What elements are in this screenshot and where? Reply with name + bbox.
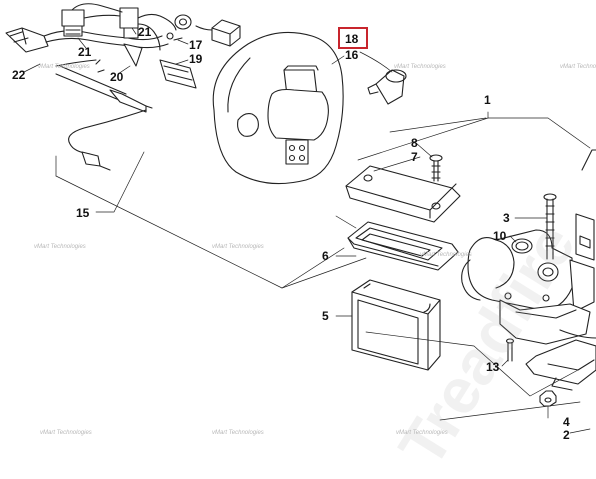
master-cylinder <box>461 149 596 391</box>
lever-screw <box>505 338 515 362</box>
callout-21[interactable]: 21 <box>138 25 152 39</box>
callout-16[interactable]: 16 <box>345 48 359 62</box>
callout-22[interactable]: 22 <box>12 68 26 82</box>
throttle-housing <box>212 31 344 185</box>
callout-1[interactable]: 1 <box>484 93 491 107</box>
vmart-watermark: vMart Technologies <box>560 64 596 70</box>
vmart-watermark: vMart Technologies <box>34 244 86 250</box>
callout-10[interactable]: 10 <box>493 229 507 243</box>
highlight-box <box>338 27 368 49</box>
callout-4[interactable]: 4 <box>563 415 570 429</box>
mounting-bolt <box>543 193 557 260</box>
vmart-watermark: vMart Technologies <box>396 430 448 436</box>
vmart-watermark: vMart Technologies <box>394 64 446 70</box>
lock-nut <box>539 390 557 407</box>
callout-19[interactable]: 19 <box>189 52 203 66</box>
wire-harness <box>5 3 241 171</box>
callout-21[interactable]: 21 <box>78 45 92 59</box>
callout-13[interactable]: 13 <box>486 360 500 374</box>
reservoir-cover <box>345 165 461 223</box>
parts-diagram <box>5 3 596 434</box>
cover-screw <box>429 154 443 182</box>
vmart-watermark: vMart Technologies <box>212 430 264 436</box>
callout-6[interactable]: 6 <box>322 249 329 263</box>
callout-7[interactable]: 7 <box>411 150 418 164</box>
callout-15[interactable]: 15 <box>76 206 90 220</box>
reservoir <box>351 279 441 371</box>
callout-20[interactable]: 20 <box>110 70 124 84</box>
callout-17[interactable]: 17 <box>189 38 203 52</box>
diaphragm <box>347 221 459 271</box>
callout-2[interactable]: 2 <box>563 428 570 442</box>
callout-3[interactable]: 3 <box>503 211 510 225</box>
callout-8[interactable]: 8 <box>411 136 418 150</box>
plug-part <box>367 69 407 105</box>
callout-18[interactable]: 18 <box>345 32 359 46</box>
vmart-watermark: vMart Technologies <box>212 244 264 250</box>
vmart-watermark: vMart Technologies <box>38 64 90 70</box>
callout-5[interactable]: 5 <box>322 309 329 323</box>
o-ring <box>511 238 533 254</box>
vmart-watermark: vMart Technologies <box>420 252 472 258</box>
vmart-watermark: vMart Technologies <box>40 430 92 436</box>
